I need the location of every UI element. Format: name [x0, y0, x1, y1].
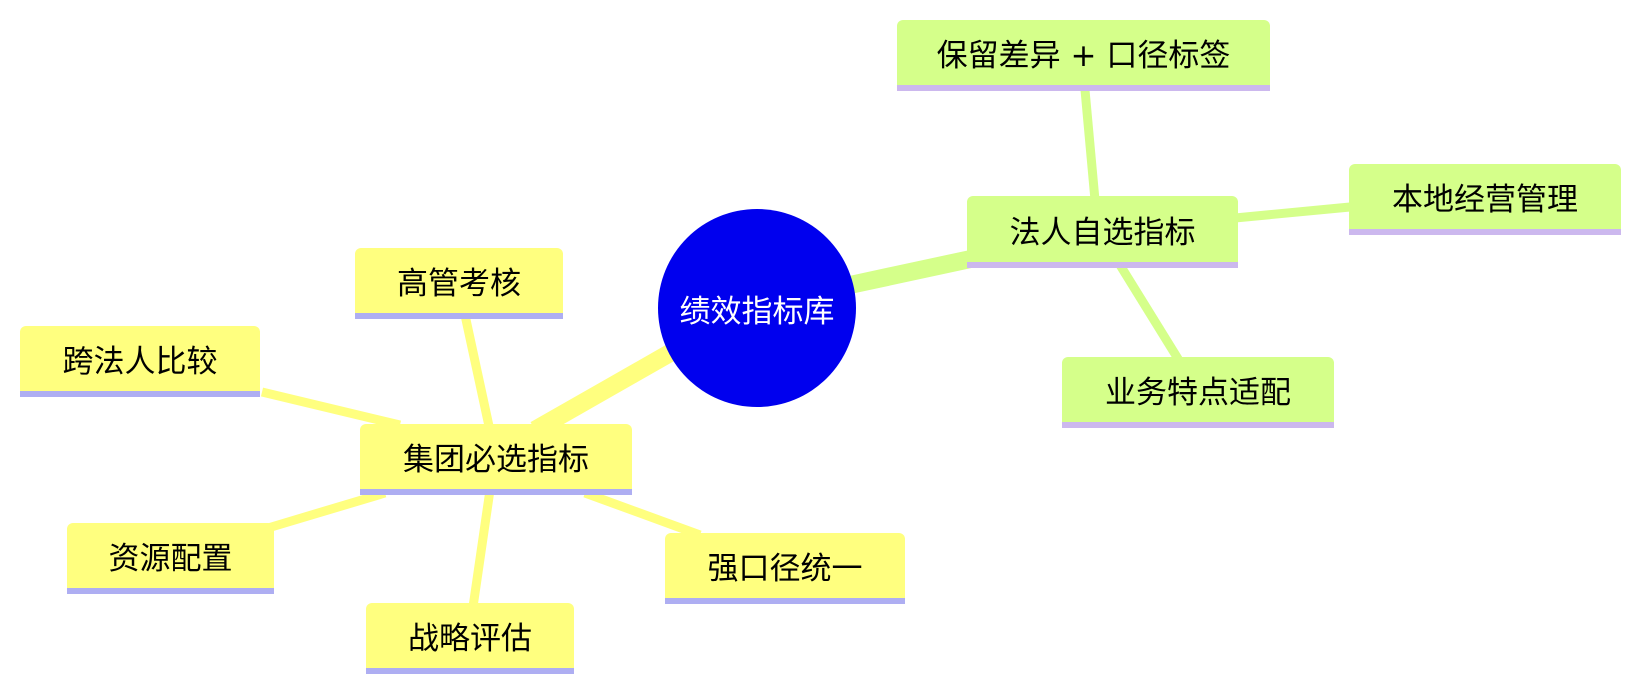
connector-group-strategy	[468, 489, 495, 608]
root-node[interactable]: 绩效指标库	[658, 209, 856, 407]
connector-root-group	[530, 345, 675, 438]
connector-group-resource	[266, 488, 387, 533]
node-cross-entity-compare[interactable]: 跨法人比较	[20, 326, 260, 397]
node-legal-optional-label: 法人自选指标	[1009, 214, 1196, 251]
node-cross-entity-compare-label: 跨法人比较	[62, 344, 218, 380]
connector-legal-local	[1234, 202, 1351, 223]
connector-group-unify	[583, 488, 702, 540]
node-retain-difference-label: 保留差异 + 口径标签	[936, 38, 1231, 74]
node-unify-caliber[interactable]: 强口径统一	[665, 533, 905, 604]
node-business-fit-label: 业务特点适配	[1105, 375, 1291, 411]
node-resource-allocation[interactable]: 资源配置	[67, 523, 274, 594]
connector-group-compare	[260, 387, 402, 430]
node-local-operations-label: 本地经营管理	[1392, 182, 1578, 218]
node-group-required[interactable]: 集团必选指标	[360, 424, 632, 495]
connector-legal-retain	[1080, 89, 1100, 201]
node-strategy-evaluation[interactable]: 战略评估	[366, 603, 574, 674]
node-exec-assessment[interactable]: 高管考核	[355, 248, 563, 319]
node-legal-optional[interactable]: 法人自选指标	[967, 196, 1238, 268]
connector-legal-fit	[1116, 262, 1184, 365]
connector-root-legal	[848, 248, 982, 294]
node-unify-caliber-label: 强口径统一	[707, 551, 863, 587]
node-exec-assessment-label: 高管考核	[397, 266, 521, 302]
node-strategy-evaluation-label: 战略评估	[408, 621, 532, 657]
node-resource-allocation-label: 资源配置	[108, 541, 233, 577]
node-local-operations[interactable]: 本地经营管理	[1349, 164, 1621, 235]
connector-group-exec	[460, 314, 497, 441]
root-label: 绩效指标库	[679, 293, 835, 330]
node-group-required-label: 集团必选指标	[403, 442, 589, 478]
node-business-fit[interactable]: 业务特点适配	[1062, 357, 1334, 428]
node-retain-difference[interactable]: 保留差异 + 口径标签	[897, 20, 1270, 91]
